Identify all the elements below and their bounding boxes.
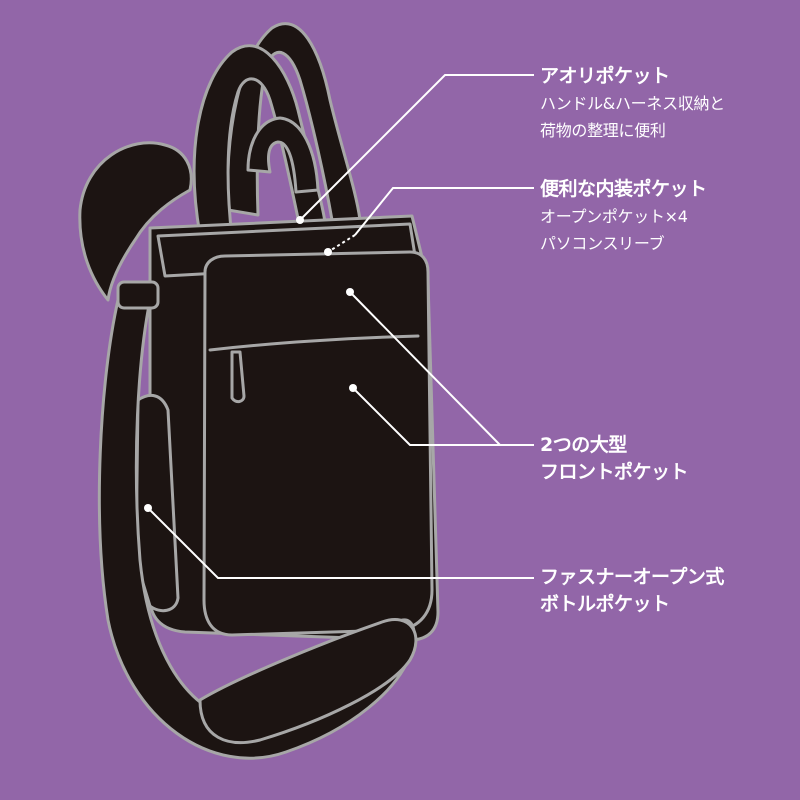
leader-dot-flap-pocket xyxy=(296,216,304,224)
callout-line: 荷物の整理に便利 xyxy=(540,121,666,140)
callout-line: パソコンスリーブ xyxy=(540,234,665,253)
callout-title: 便利な内装ポケット xyxy=(540,178,707,200)
handle-loop xyxy=(246,116,320,194)
leader-dot-inner-pocket xyxy=(324,248,332,256)
zipper-pull xyxy=(230,350,246,404)
leader-dot-bottle-pocket xyxy=(144,504,152,512)
front-pocket-panel xyxy=(202,250,434,637)
leader-line-inner-pocket xyxy=(354,187,534,236)
callout-flap-pocket: アオリポケット ハンドル&ハーネス収納と 荷物の整理に便利 xyxy=(540,63,725,144)
callout-title: フロントポケット xyxy=(540,461,689,483)
leader-line-inner-pocket-dashed xyxy=(327,234,356,253)
callout-line: オープンポケット×4 xyxy=(540,207,688,226)
bottle-pocket xyxy=(134,393,180,613)
leader-line-front-pocket-lower xyxy=(352,387,500,446)
callout-title: ファスナーオープン式 xyxy=(540,566,724,588)
callout-bottle-pocket: ファスナーオープン式 ボトルポケット xyxy=(540,564,724,618)
shoulder-pad xyxy=(198,618,418,745)
leader-dot-front-pocket-lower xyxy=(349,384,357,392)
leader-lines xyxy=(144,74,534,579)
harness-strap-left xyxy=(78,141,193,302)
callout-line: ハンドル&ハーネス収納と xyxy=(540,94,725,113)
shoulder-strap xyxy=(97,298,416,760)
leader-dot-front-pocket-upper xyxy=(346,288,354,296)
callout-inner-pocket: 便利な内装ポケット オープンポケット×4 パソコンスリーブ xyxy=(540,176,707,257)
strap-buckle xyxy=(116,280,160,310)
callout-title: 2つの大型 xyxy=(540,434,627,456)
callout-title: アオリポケット xyxy=(540,65,670,87)
leader-line-flap-pocket xyxy=(299,74,534,221)
leader-line-bottle-pocket xyxy=(147,507,534,579)
callout-front-pockets: 2つの大型 フロントポケット xyxy=(540,432,689,486)
callout-title: ボトルポケット xyxy=(540,593,670,615)
backpack-tote-bag xyxy=(78,22,440,760)
